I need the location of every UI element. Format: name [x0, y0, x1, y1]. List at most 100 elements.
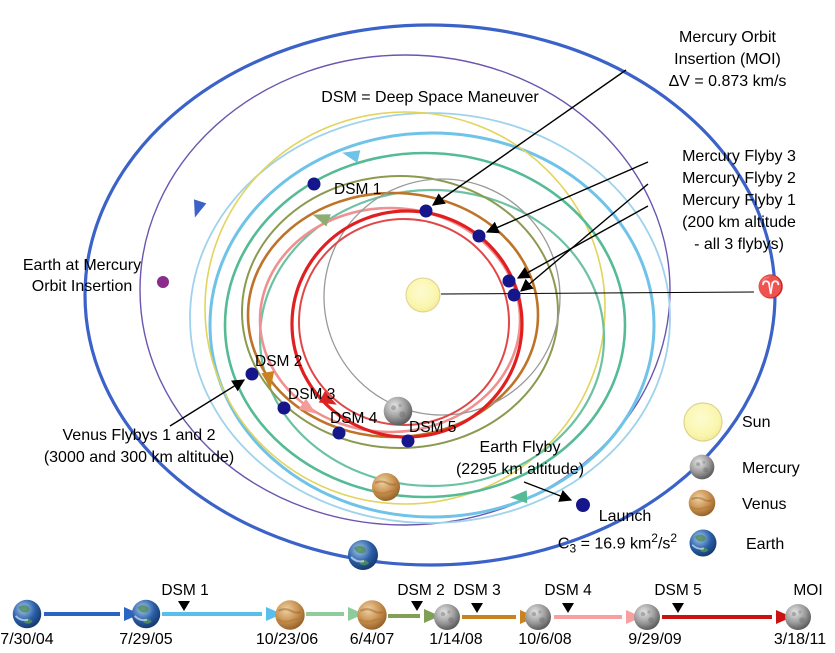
legend-sun-icon: [683, 402, 723, 442]
venus-flybys-line1: Venus Flybys 1 and 2: [62, 427, 216, 444]
timeline-date-6: 10/6/08: [518, 631, 572, 648]
dsm-3-label: DSM 3: [288, 386, 336, 403]
orbit-olive: [241, 175, 559, 449]
timeline-mercury-icon-1: [434, 604, 460, 630]
annotation-arrows: [169, 69, 649, 502]
moi-annotation-line2: Insertion (MOI): [674, 51, 781, 68]
event-points: [157, 177, 590, 512]
mercury-flyby2-label: Mercury Flyby 2: [682, 170, 796, 187]
red-orbit-arrow-icon: [318, 390, 337, 405]
mercury-icon: [383, 396, 413, 426]
dsm-5-label: DSM 5: [409, 419, 457, 436]
pink-orbit-arrow-icon: [298, 398, 317, 414]
timeline-mercury-icon-2: [525, 604, 551, 630]
dsm-4-point: [332, 426, 346, 440]
dsm1-marker-icon: [178, 601, 190, 611]
orbit-pink: [258, 206, 522, 434]
orbit-cyan: [208, 131, 656, 519]
moi-annotation-line1: Mercury Orbit: [679, 29, 776, 46]
timeline-mercury-icon-4: [785, 604, 811, 630]
venus-flybys-line2: (3000 and 300 km altitude): [43, 449, 235, 466]
leg-olive-arrow-icon: [424, 609, 440, 623]
venus-flybys-arrow: [169, 379, 246, 427]
orbit-teal-outer: [223, 151, 627, 499]
orbit-teal-inner: [258, 188, 606, 488]
mercury-flyby-point-a: [472, 229, 486, 243]
earth-at-moi-line2: Orbit Insertion: [31, 278, 133, 295]
flyby2-arrow: [520, 183, 649, 292]
vernal-equinox-symbol: ♈: [757, 274, 785, 299]
dsm-5-point: [401, 434, 415, 448]
timeline-dsm2-label: DSM 2: [397, 582, 445, 599]
mercury-flyby1-label: Mercury Flyby 1: [682, 192, 796, 209]
orbit-yellow: [204, 111, 606, 505]
launch-point: [576, 498, 590, 512]
dsm-1-label: DSM 1: [334, 181, 382, 198]
moi-annotation-line3: ΔV = 0.873 km/s: [668, 73, 787, 90]
flyby1-arrow: [516, 205, 649, 279]
earth-icon: [347, 539, 379, 571]
dsm3-marker-icon: [471, 603, 483, 613]
vernal-equinox-line: [440, 291, 755, 295]
earth-flyby-line1: Earth Flyby: [479, 439, 561, 456]
timeline-date-2: 7/29/05: [119, 631, 173, 648]
timeline-moi-label: MOI: [793, 582, 823, 599]
moi-annotation: Mercury Orbit Insertion (MOI) ΔV = 0.873…: [625, 27, 830, 93]
c3-mid2: /s: [657, 535, 671, 553]
timeline-date-8: 3/18/11: [773, 631, 827, 648]
dsm-2-label: DSM 2: [255, 353, 303, 370]
timeline-dsm3-label: DSM 3: [453, 582, 501, 599]
earth-at-moi-line1: Earth at Mercury: [22, 257, 142, 274]
venus-icon: [371, 472, 401, 502]
sun-icon: [405, 277, 441, 313]
earth-flyby-annotation: Earth Flyby (2295 km altitude): [434, 437, 606, 481]
mercury-flybys-annotation: Mercury Flyby 3 Mercury Flyby 2 Mercury …: [643, 146, 835, 256]
teal-orbit-arrow-icon: [510, 490, 528, 504]
timeline-date-7: 9/29/09: [628, 631, 682, 648]
timeline-earth-icon-2: [130, 598, 162, 630]
cyan-orbit-arrow-icon: [342, 150, 361, 163]
legend-mercury-icon: [689, 454, 715, 480]
orbit-outer-cruise-blue: [83, 23, 777, 567]
orbit-paths: [83, 23, 777, 567]
dsm2-marker-icon: [411, 601, 423, 611]
mercury-flyby-altitude-line1: (200 km altitude: [682, 214, 796, 231]
leg-red-arrow-icon: [776, 610, 792, 624]
timeline-mercury-icon-3: [634, 604, 660, 630]
c3-sup2: 2: [670, 531, 678, 545]
orbit-earth-purple: [139, 54, 671, 526]
legend-earth-label: Earth: [746, 536, 785, 553]
orange-orbit-arrow-icon: [261, 370, 275, 389]
moi-arrow: [431, 69, 627, 206]
c3-mid: = 16.9 km: [576, 535, 652, 553]
venus-flybys-annotation: Venus Flybys 1 and 2 (3000 and 300 km al…: [6, 425, 272, 469]
timeline-earth-icon-1: [11, 598, 43, 630]
dsm-2-point: [245, 367, 259, 381]
timeline-venus-icon-1: [274, 599, 306, 631]
mercury-flyby-point-c: [507, 288, 521, 302]
dsm-4-label: DSM 4: [330, 410, 378, 427]
timeline-date-3: 10/23/06: [255, 631, 319, 648]
legend-venus-label: Venus: [742, 496, 787, 513]
launch-c3-label: C3 = 16.9 km2/s2: [530, 528, 705, 560]
timeline-date-4: 6/4/07: [349, 631, 395, 648]
legend-sun-label: Sun: [742, 414, 771, 431]
dsm5-marker-icon: [672, 603, 684, 613]
blue-orbit-arrow-icon: [193, 199, 207, 218]
earth-at-moi-point: [157, 276, 169, 288]
legend-mercury-label: Mercury: [742, 460, 800, 477]
earth-at-moi-annotation: Earth at Mercury Orbit Insertion: [2, 255, 162, 297]
earth-flyby-arrow: [523, 481, 573, 502]
legend-venus-icon: [687, 488, 717, 518]
timeline-date-1: 7/30/04: [0, 631, 54, 648]
orbit-red-inner: [298, 218, 510, 426]
mercury-flyby-altitude-line2: - all 3 flybys): [694, 236, 784, 253]
orbit-direction-arrows: [193, 150, 528, 504]
leg-green-arrow-icon: [348, 607, 364, 621]
dsm-1-point: [307, 177, 321, 191]
mercury-orbit-circle: [323, 178, 561, 416]
c3-sup1: 2: [651, 531, 658, 545]
launch-label: Launch: [598, 508, 652, 525]
dsm4-marker-icon: [562, 603, 574, 613]
